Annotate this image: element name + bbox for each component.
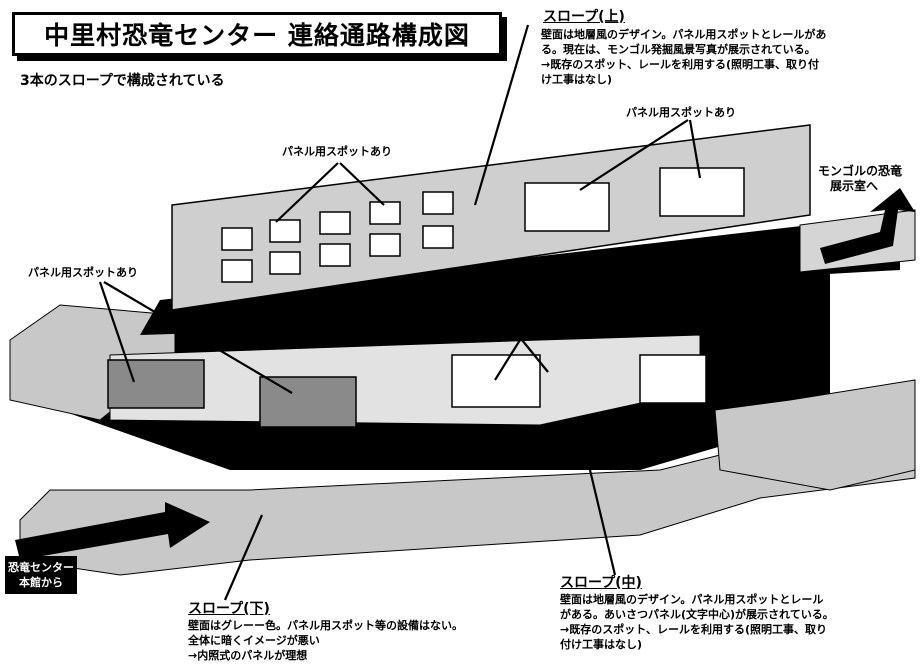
slope-middle-description: 壁面は地層風のデザイン。パネル用スポットとレール がある。あいさつパネル(文字中… <box>560 592 834 652</box>
callout-panel-left: パネル用スポットあり <box>28 266 138 279</box>
exit-arrow <box>820 188 915 264</box>
slope-lower-line: →内照式のパネルが理想 <box>188 649 308 662</box>
upper-slope-floor <box>140 220 900 335</box>
callout-panel-upper-left: パネル用スポットあり <box>282 145 392 158</box>
slope-upper-line: る。現在は、モンゴル発掘風景写真が展示されている。 <box>541 43 816 56</box>
destination-label: モンゴルの恐竜 展示室へ <box>818 164 902 194</box>
slope-upper-heading: スロープ(上) <box>543 9 625 25</box>
slope-upper-line: け工事はなし) <box>541 73 613 86</box>
source-line-2: 本館から <box>19 576 63 589</box>
destination-line-2: 展示室へ <box>830 179 879 193</box>
callout-panel-upper-right: パネル用スポットあり <box>626 106 736 119</box>
slope-lower-line: 壁面はグレーー色。パネル用スポット等の設備はない。 <box>188 619 463 632</box>
slope-lower-heading: スロープ(下) <box>188 601 270 617</box>
slope-middle-heading: スロープ(中) <box>560 575 642 591</box>
slope-lower-description: 壁面はグレーー色。パネル用スポット等の設備はない。 全体に暗くイメージが悪い →… <box>188 618 463 663</box>
slope-upper-description: 壁面は地層風のデザイン。パネル用スポットとレールがあ る。現在は、モンゴル発掘風… <box>541 27 826 87</box>
callout-panel-middle: パネル用スポットあり <box>480 322 590 335</box>
slope-middle-line: がある。あいさつパネル(文字中心)が展示されている。 <box>560 608 834 621</box>
destination-line-1: モンゴルの恐竜 <box>818 164 903 178</box>
slope-upper-line: 壁面は地層風のデザイン。パネル用スポットとレールがあ <box>541 28 827 41</box>
slope-middle-line: →既存のスポット、レールを利用する(照明工事、取り <box>560 623 828 636</box>
leader-lines <box>98 24 702 601</box>
slope-upper-line: →既存のスポット、レールを利用する(照明工事、取り付 <box>541 58 820 71</box>
slope-middle-line: 付け工事はなし) <box>560 638 643 651</box>
slope-middle-line: 壁面は地層風のデザイン。パネル用スポットとレール <box>560 593 824 606</box>
right-landing <box>714 379 916 491</box>
diagram-title: 中里村恐竜センター 連絡通路構成図 <box>12 12 502 56</box>
upper-wall-panels <box>221 167 745 283</box>
diagram-subtitle: 3本のスロープで構成されている <box>20 73 225 89</box>
entry-arrow <box>15 502 210 560</box>
lower-slope-floor <box>19 424 916 576</box>
middle-wall-panels <box>107 354 707 428</box>
slope-lower-line: 全体に暗くイメージが悪い <box>188 634 320 647</box>
source-line-1: 恐竜センター <box>8 561 74 574</box>
source-label: 恐竜センター 本館から <box>5 556 77 594</box>
